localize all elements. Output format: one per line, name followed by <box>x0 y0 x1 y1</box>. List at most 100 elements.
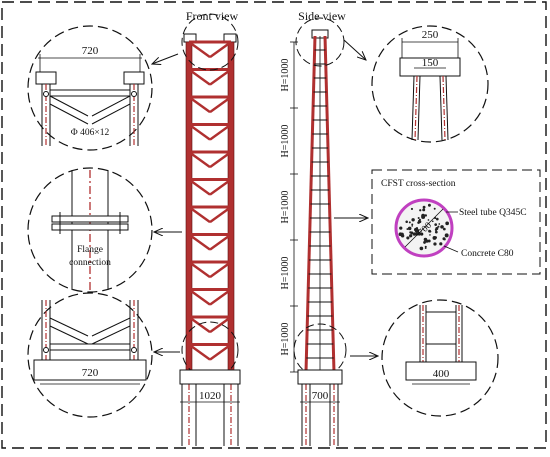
concrete-aggregate-dot <box>419 246 424 251</box>
front-brace <box>209 151 232 169</box>
front-base-dim-label: 1020 <box>199 390 222 402</box>
concrete-aggregate-dot <box>400 234 405 238</box>
concrete-aggregate-dot <box>412 232 417 236</box>
front-brace <box>188 233 211 251</box>
top-callout-arrow <box>152 53 179 64</box>
flange-label-line1: Flange <box>77 245 103 255</box>
concrete-aggregate-dot <box>405 220 408 224</box>
height-label: H=1000 <box>280 125 291 158</box>
front-brace <box>188 178 211 196</box>
brace-tube-label: Φ 406×12 <box>71 128 110 138</box>
front-top-callout-circle <box>181 13 239 71</box>
concrete-aggregate-dot <box>410 207 414 211</box>
front-brace <box>188 343 211 361</box>
front-brace <box>188 288 211 306</box>
cfst-concrete-label: Concrete C80 <box>461 249 514 259</box>
concrete-aggregate-dot <box>399 226 403 230</box>
front-brace <box>209 96 232 114</box>
concrete-aggregate-dot <box>415 228 420 233</box>
concrete-aggregate-dot <box>421 213 426 218</box>
bottom-joint-detail: 720 <box>27 292 153 418</box>
concrete-aggregate-dot <box>422 205 426 209</box>
concrete-aggregate-dot <box>434 230 438 234</box>
side-top-dim-label: 250 <box>422 29 439 41</box>
concrete-aggregate-dot <box>433 207 436 210</box>
top-detail-dim-label: 720 <box>82 45 99 57</box>
concrete-aggregate-dot <box>439 242 443 246</box>
cfst-title: CFST cross-section <box>381 179 456 189</box>
concrete-aggregate-dot <box>434 223 438 226</box>
front-view-title: Front view <box>186 9 239 23</box>
front-brace <box>188 123 211 141</box>
concrete-aggregate-dot <box>429 234 431 236</box>
front-brace <box>209 261 232 279</box>
front-brace <box>188 68 211 86</box>
concrete-aggregate-dot <box>431 220 434 223</box>
concrete-aggregate-dot <box>417 216 420 220</box>
height-label: H=1000 <box>280 257 291 290</box>
top-joint-detail: 720 Φ 406×12 <box>27 25 153 151</box>
front-brace <box>209 178 232 196</box>
concrete-aggregate-dot <box>437 225 440 228</box>
front-brace <box>209 206 232 224</box>
side-view-title: Side view <box>298 9 346 23</box>
concrete-aggregate-dot <box>427 219 430 221</box>
front-brace <box>209 68 232 86</box>
height-label: H=1000 <box>280 323 291 356</box>
concrete-aggregate-dot <box>427 203 431 207</box>
cfst-steel-label: Steel tube Q345C <box>459 208 527 218</box>
concrete-aggregate-dot <box>419 209 422 212</box>
front-brace <box>188 261 211 279</box>
concrete-aggregate-dot <box>408 221 411 224</box>
cfst-section-panel: CFST cross-section 700 Steel tube Q345C … <box>371 169 541 275</box>
concrete-aggregate-dot <box>435 227 439 231</box>
concrete-aggregate-dot <box>427 239 431 243</box>
side-top-inner-dim-label: 150 <box>422 57 439 69</box>
concrete-aggregate-dot <box>406 228 409 230</box>
concrete-aggregate-dot <box>411 218 415 222</box>
concrete-aggregate-dot <box>443 238 446 241</box>
concrete-aggregate-dot <box>423 237 428 242</box>
front-brace <box>188 96 211 114</box>
flange-label-line2: connection <box>69 258 111 268</box>
concrete-aggregate-dot <box>409 234 413 238</box>
concrete-aggregate-dot <box>424 214 428 217</box>
concrete-aggregate-dot <box>410 231 414 235</box>
concrete-aggregate-dot <box>438 223 441 225</box>
concrete-aggregate-dot <box>417 231 422 236</box>
front-brace <box>209 41 232 59</box>
concrete-aggregate-dot <box>411 225 414 227</box>
concrete-aggregate-dot <box>433 242 437 246</box>
concrete-aggregate-dot <box>418 218 421 221</box>
concrete-aggregate-dot <box>441 225 444 228</box>
side-top-callout-arrow <box>343 39 366 60</box>
concrete-aggregate-dot <box>444 233 449 238</box>
front-brace <box>209 288 232 306</box>
side-top-joint-detail: 250 150 <box>371 25 489 143</box>
concrete-aggregate-dot <box>417 221 420 224</box>
flange-connection-detail: Flange connection <box>27 167 153 293</box>
outer-frame <box>1 1 547 449</box>
concrete-aggregate-dot <box>422 208 426 212</box>
cfst-concrete-fill <box>398 203 449 251</box>
front-brace <box>209 316 232 334</box>
front-brace <box>209 123 232 141</box>
front-base-plate <box>179 369 241 385</box>
front-brace <box>209 233 232 251</box>
bottom-detail-dim-label: 720 <box>82 367 99 379</box>
height-label: H=1000 <box>280 191 291 224</box>
side-bottom-dim-label: 400 <box>433 368 450 380</box>
side-base-dim-label: 700 <box>312 390 329 402</box>
concrete-aggregate-dot <box>407 226 412 231</box>
front-brace <box>188 206 211 224</box>
concrete-aggregate-dot <box>445 221 449 226</box>
concrete-aggregate-dot <box>429 230 432 233</box>
height-label: H=1000 <box>280 59 291 92</box>
concrete-aggregate-dot <box>406 236 410 240</box>
concrete-aggregate-dot <box>434 236 437 239</box>
concrete-aggregate-dot <box>411 223 414 226</box>
concrete-aggregate-dot <box>442 227 446 231</box>
